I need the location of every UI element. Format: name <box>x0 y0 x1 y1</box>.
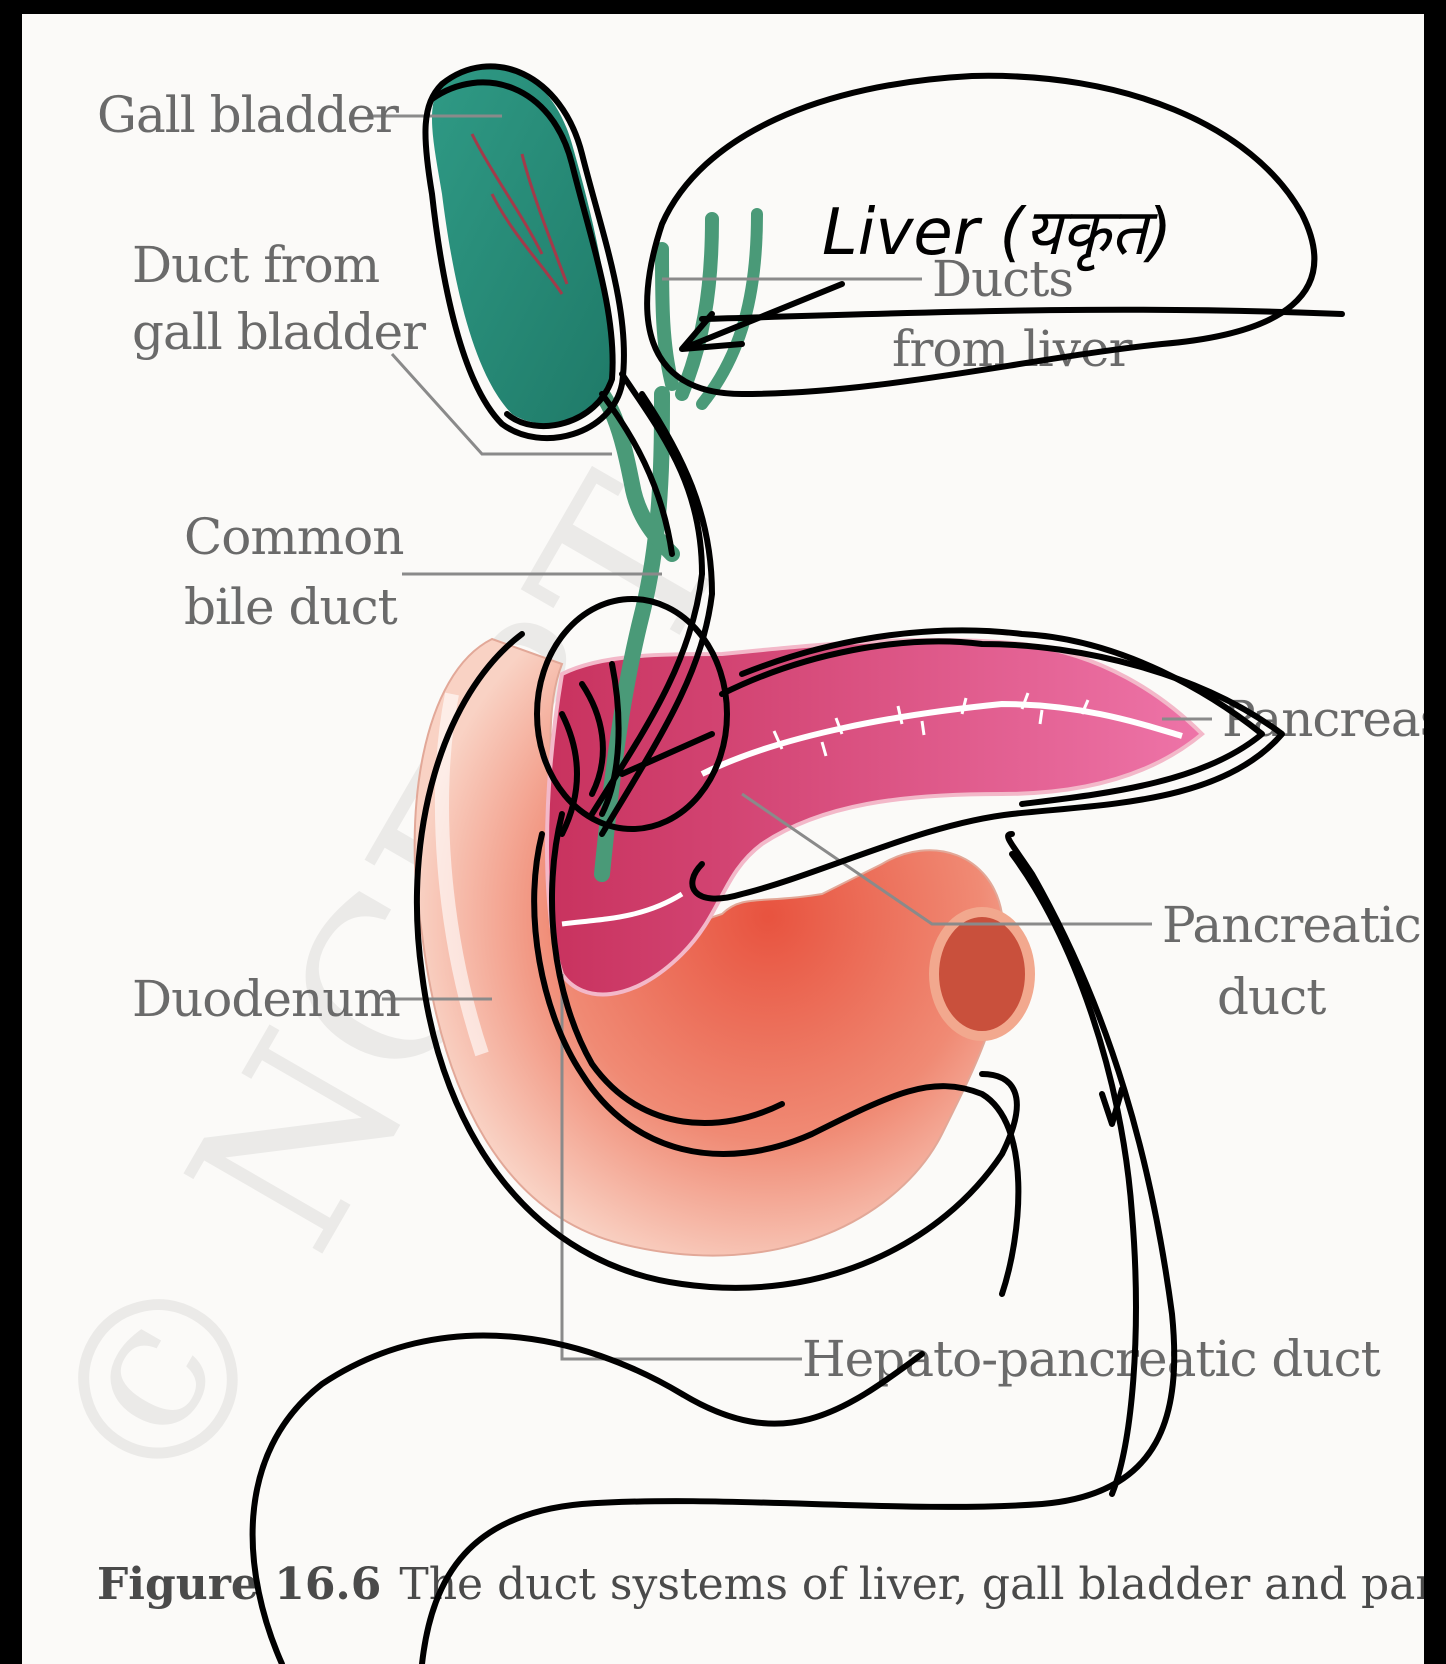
gall-bladder <box>432 67 612 424</box>
label-pancreatic-duct-1: Pancreatic <box>1162 896 1421 954</box>
textbook-page: © NCERT <box>22 14 1424 1664</box>
figure-caption: Figure 16.6 The duct systems of liver, g… <box>97 1559 1424 1610</box>
label-gall-bladder: Gall bladder <box>97 86 399 144</box>
label-common-bile-2: bile duct <box>184 578 398 636</box>
label-ducts-from-liver-2: from liver <box>892 320 1133 378</box>
label-duct-from-gb-2: gall bladder <box>132 303 426 361</box>
caption-text: The duct systems of liver, gall bladder … <box>399 1559 1424 1610</box>
label-pancreatic-duct-2: duct <box>1217 968 1326 1026</box>
label-duodenum: Duodenum <box>132 970 400 1028</box>
label-common-bile-1: Common <box>184 508 404 566</box>
duct-system-diagram: © NCERT <box>22 14 1424 1664</box>
label-duct-from-gb-1: Duct from <box>132 236 380 294</box>
caption-number: Figure 16.6 <box>97 1559 381 1610</box>
duodenum-opening <box>934 912 1030 1036</box>
ink-liver-text: Liver (यकृत) <box>822 196 1172 272</box>
ink-liver-line <box>702 310 1342 319</box>
